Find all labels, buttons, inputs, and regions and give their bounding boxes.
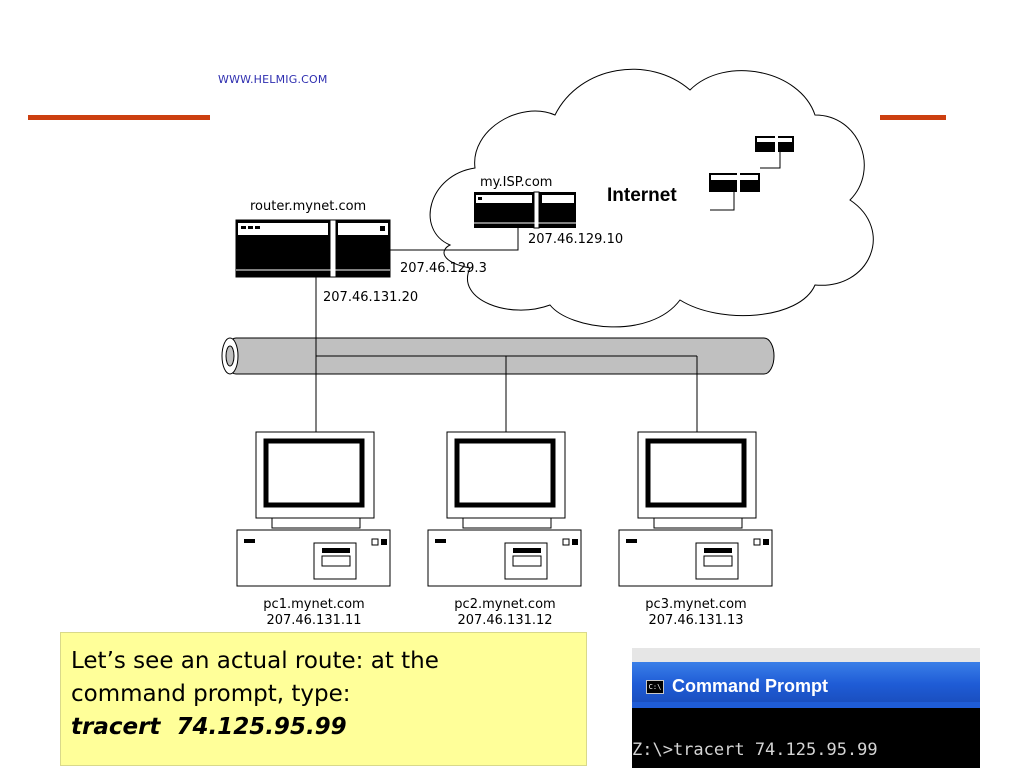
note-command: tracert 74.125.95.99 xyxy=(71,714,347,740)
command-prompt-top-strip xyxy=(632,648,980,662)
command-prompt-window: C:\ Command Prompt Z:\>tracert 74.125.95… xyxy=(632,648,980,768)
pc1-ip: 207.46.131.11 xyxy=(266,613,362,628)
command-prompt-line: Z:\>tracert 74.125.95.99 xyxy=(632,740,878,760)
pc2-ip: 207.46.131.12 xyxy=(457,613,553,628)
note-line-2: command prompt, type: xyxy=(71,681,351,707)
watermark: WWW.HELMIG.COM xyxy=(218,73,328,86)
pc1-computer xyxy=(236,431,391,587)
accent-bar-left xyxy=(28,115,210,120)
router-name: router.mynet.com xyxy=(250,199,367,214)
pc3-ip: 207.46.131.13 xyxy=(648,613,744,628)
pc3-name: pc3.mynet.com xyxy=(645,597,747,612)
pc2-name: pc2.mynet.com xyxy=(454,597,556,612)
isp-device xyxy=(474,191,576,229)
pc2-computer xyxy=(427,431,582,587)
console-icon: C:\ xyxy=(646,680,664,694)
pc3-computer xyxy=(618,431,773,587)
internet-cloud xyxy=(429,68,874,328)
instruction-note: Let’s see an actual route: at the comman… xyxy=(60,632,587,766)
note-line-1: Let’s see an actual route: at the xyxy=(71,648,439,674)
internet-label: Internet xyxy=(607,185,677,206)
router-lan-ip: 207.46.131.20 xyxy=(323,290,419,305)
isp-name: my.ISP.com xyxy=(480,175,553,190)
pc1-name: pc1.mynet.com xyxy=(263,597,365,612)
internet-device-1 xyxy=(709,173,760,192)
isp-ip: 207.46.129.10 xyxy=(528,232,624,247)
command-prompt-title: Command Prompt xyxy=(672,676,829,696)
command-prompt-frame xyxy=(632,702,980,708)
router-wan-ip: 207.46.129.3 xyxy=(400,261,487,276)
accent-bar-right xyxy=(880,115,946,120)
internet-device-2 xyxy=(755,136,794,152)
command-prompt-titlebar: C:\ Command Prompt xyxy=(632,662,980,702)
router-device xyxy=(235,219,391,278)
